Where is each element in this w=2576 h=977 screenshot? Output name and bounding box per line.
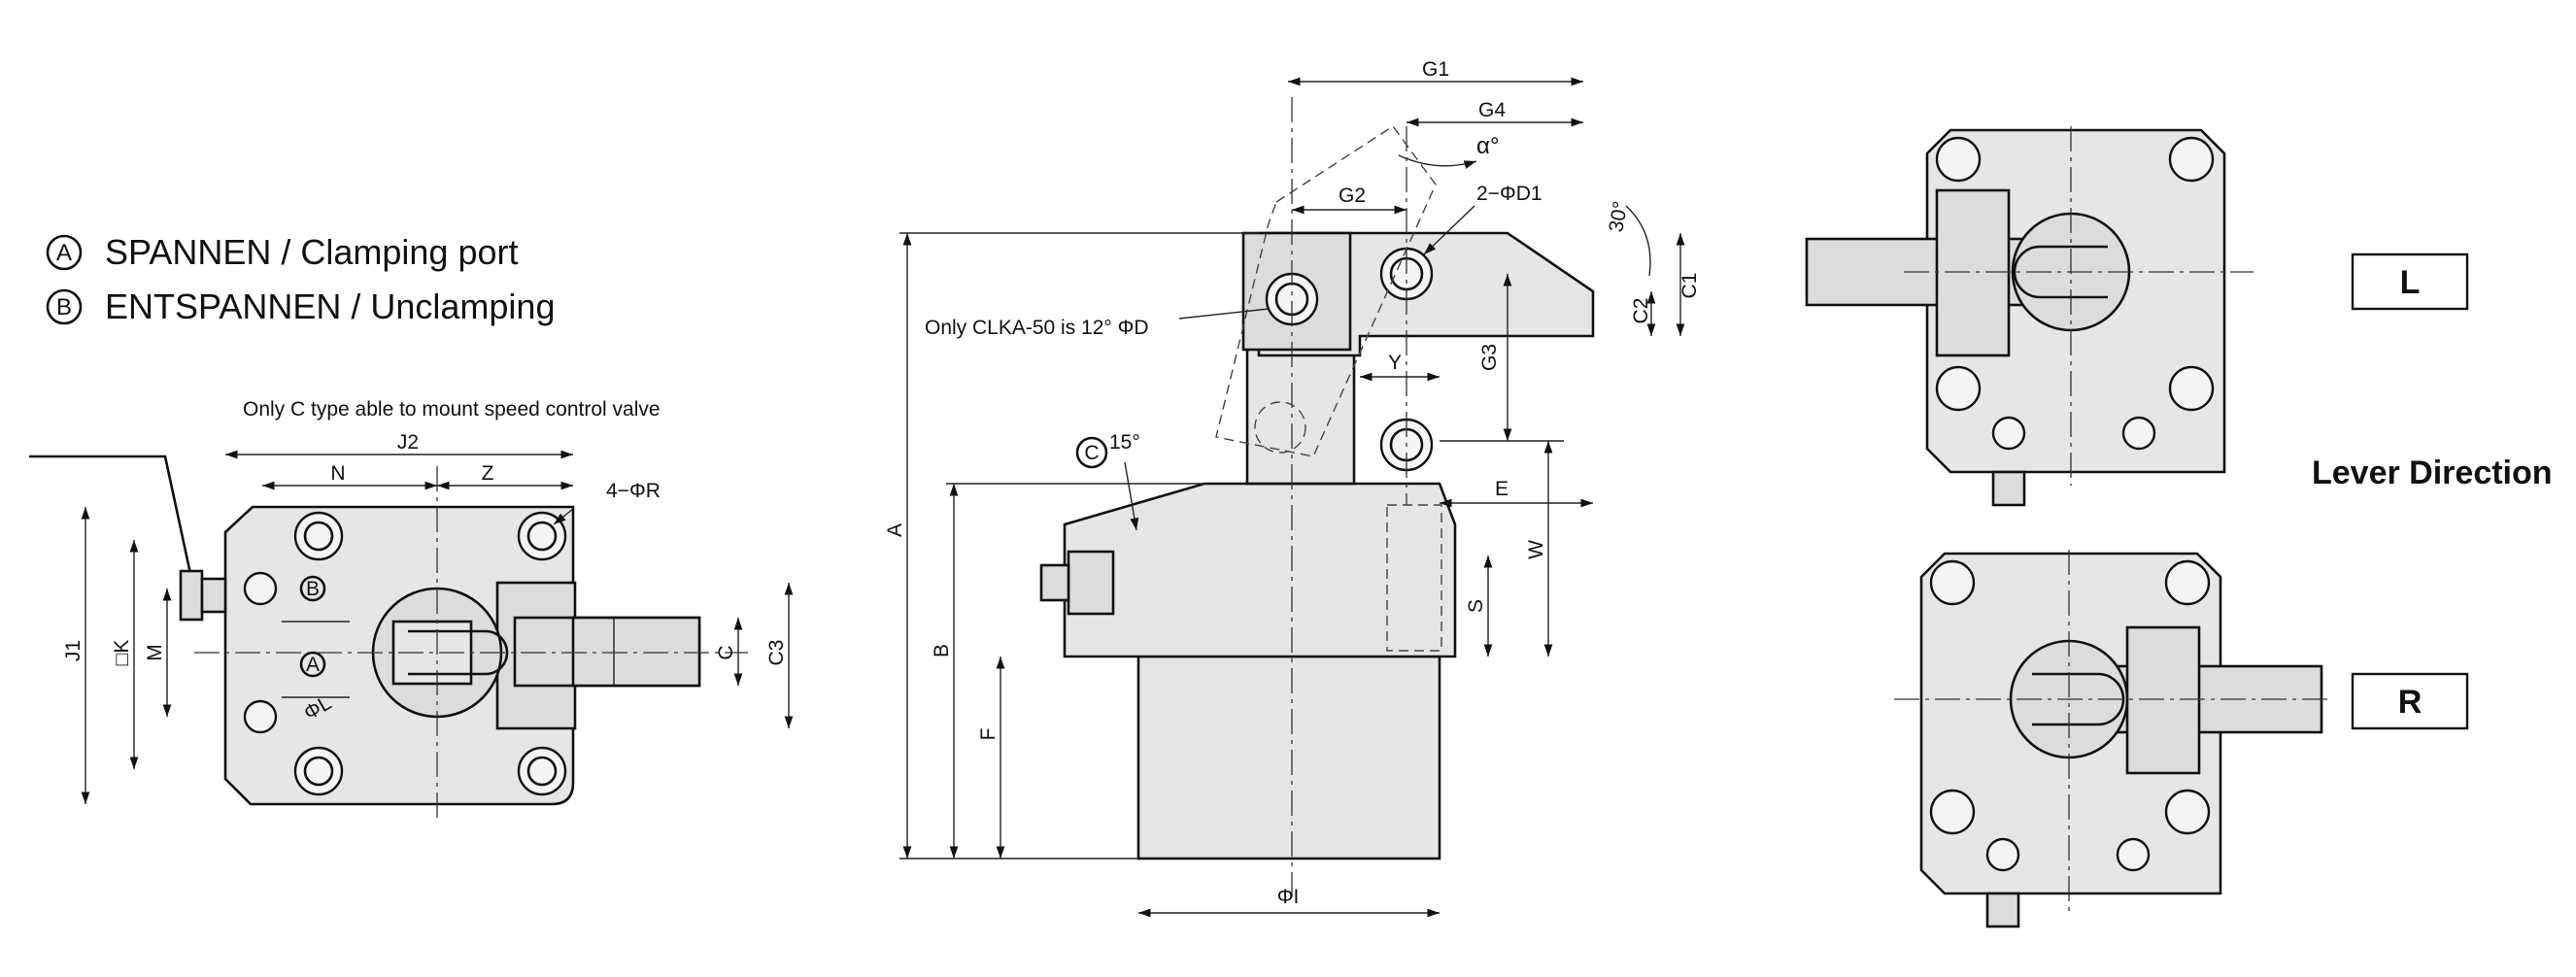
post: [1245, 340, 1356, 486]
cylinder-body: [1136, 655, 1441, 860]
dim-j1: J1: [62, 640, 85, 661]
side-view-fitting-nut: [1039, 563, 1070, 602]
dim-alpha: α°: [1476, 133, 1499, 159]
lever-l-hole-tr: [2168, 136, 2215, 183]
dim-e: E: [1495, 478, 1508, 500]
legend-b-circle-icon: [46, 288, 83, 325]
mounting-hole-tl-inner: [303, 521, 334, 552]
lever-r-label: R: [2398, 684, 2423, 721]
dim-c: C: [715, 645, 737, 659]
mounting-hole-tl: [293, 511, 344, 561]
dim-30deg-arc: [1625, 205, 1651, 277]
dim-a: A: [884, 523, 906, 537]
lever-view-r: [1894, 550, 2331, 928]
lever-l-hole-bl: [1935, 365, 1982, 412]
top-view: Only C type able to mount speed control …: [29, 398, 794, 822]
dim-c3: C3: [765, 640, 788, 666]
lever-l-label: L: [2400, 264, 2421, 301]
top-view-note: Only C type able to mount speed control …: [243, 398, 661, 421]
mounting-hole-br: [517, 746, 567, 796]
dim-d1-leader: [1423, 205, 1475, 255]
port-a-hole: [243, 699, 278, 734]
port-b-tag: [299, 575, 326, 602]
dim-15deg: 15°: [1109, 431, 1140, 454]
lever-r-block: [2125, 625, 2201, 775]
side-view-note-leader: [1178, 308, 1270, 320]
side-view: Only CLKA-50 is 12° ΦD C 15° G1 G4 α° G2…: [884, 58, 1701, 918]
lever-view-l: [1805, 126, 2254, 507]
lever-l-port-2: [2121, 416, 2156, 451]
dim-y: Y: [1388, 352, 1402, 374]
lever-l-block: [1935, 188, 2011, 357]
dim-j2: J2: [397, 431, 419, 454]
dim-i: ΦI: [1277, 886, 1300, 908]
side-fitting: [179, 569, 204, 622]
lever-r-fitting: [1985, 892, 2020, 928]
mounting-hole-br-inner: [526, 756, 558, 787]
port-b-hole: [243, 571, 278, 606]
dim-n: N: [330, 462, 345, 485]
dim-15deg-leader: [1124, 461, 1139, 531]
lever-r-hole-bl: [1929, 789, 1976, 835]
side-view-fitting: [1067, 550, 1115, 616]
dim-m: M: [144, 644, 166, 661]
port-b-label: B: [306, 578, 320, 600]
dim-g3: G3: [1478, 344, 1501, 371]
top-view-lever-extension: [571, 616, 701, 688]
leader-line: [29, 455, 194, 584]
legend-a-text: SPANNEN / Clamping port: [105, 232, 518, 272]
mounting-hole-tr-inner: [526, 521, 558, 552]
side-view-note: Only CLKA-50 is 12° ΦD: [925, 317, 1149, 339]
lever-r-port-1: [1985, 837, 2020, 872]
legend-b-text: ENTSPANNEN / Unclamping: [105, 286, 555, 326]
lever-direction: L Lever Direction R: [1805, 126, 2553, 928]
lever-l-fitting: [1991, 470, 2026, 507]
legend: A SPANNEN / Clamping port B ENTSPANNEN /…: [46, 232, 555, 326]
dim-w: W: [1525, 540, 1547, 559]
mounting-hole-bl-inner: [303, 756, 334, 787]
lever-direction-title: Lever Direction: [2312, 455, 2553, 491]
port-c-tag: [1075, 436, 1108, 469]
dim-g4: G4: [1478, 99, 1506, 121]
lever-r-hole-br: [2164, 789, 2211, 835]
side-fitting-nut: [200, 577, 227, 614]
dim-b: B: [931, 644, 953, 657]
lever-r-hole-tr: [2164, 559, 2211, 606]
dim-s: S: [1465, 599, 1487, 613]
dim-30deg: 30°: [1605, 200, 1632, 234]
port-a-label: A: [306, 654, 320, 676]
legend-b-symbol: B: [56, 294, 72, 320]
dim-z: Z: [482, 462, 494, 485]
internal-bore-outline: [1386, 504, 1442, 652]
legend-a-symbol: A: [56, 240, 72, 266]
lever-l-pin: [2013, 245, 2108, 299]
unclamped-arm-outline: [1215, 125, 1437, 457]
dim-d1: 2−ΦD1: [1476, 183, 1542, 205]
dim-g1: G1: [1422, 58, 1449, 81]
lever-r-hole-tl: [1929, 559, 1976, 606]
dim-r: 4−ΦR: [606, 480, 661, 502]
lever-l-box: [2351, 253, 2469, 311]
housing: [1063, 482, 1457, 658]
lever-r-box: [2351, 672, 2469, 730]
mounting-hole-tr: [517, 511, 567, 561]
dim-f: F: [977, 728, 1000, 741]
dim-c1: C1: [1678, 273, 1701, 299]
port-a-tag: [299, 651, 326, 678]
lever-l-port-1: [1991, 416, 2026, 451]
mounting-hole-bl: [293, 746, 344, 796]
legend-a-circle-icon: [46, 234, 83, 271]
dim-alpha-arc: [1398, 154, 1477, 169]
dim-g2: G2: [1339, 185, 1366, 207]
lever-r-port-2: [2116, 837, 2151, 872]
dim-r-leader: [553, 508, 574, 525]
dim-k: □K: [111, 640, 133, 666]
unclamped-pin-outline: [1254, 401, 1306, 454]
pin-outline: [408, 629, 509, 676]
lever-l-hole-br: [2168, 365, 2215, 412]
dim-c-port: C: [1084, 442, 1099, 464]
lever-l-hole-tl: [1935, 136, 1982, 183]
dim-c2: C2: [1630, 298, 1652, 324]
